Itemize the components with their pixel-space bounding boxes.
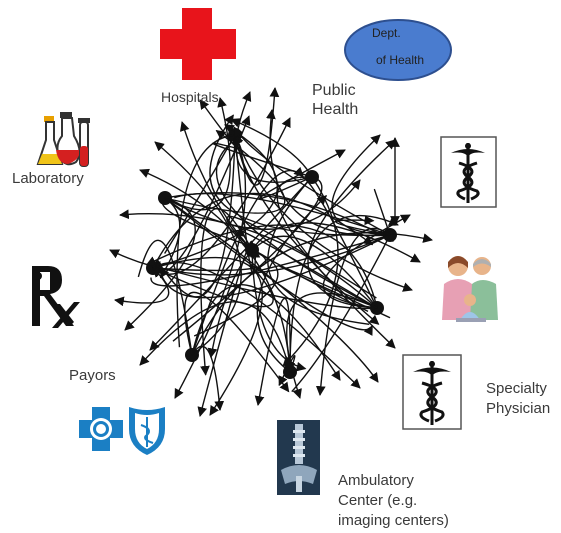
family-icon — [442, 256, 498, 322]
label-public-health-2: Health — [312, 101, 359, 118]
xray-spine-icon — [277, 420, 320, 495]
network-link — [282, 176, 339, 367]
network-link — [251, 249, 307, 372]
caduceus-icon — [402, 354, 462, 430]
network-link — [164, 129, 286, 214]
network-link — [209, 114, 391, 237]
network-link — [291, 234, 391, 393]
lab-flasks-icon — [36, 112, 90, 167]
dept-of-health-ellipse — [344, 19, 452, 81]
network-link — [165, 134, 236, 298]
network-link — [256, 195, 328, 373]
label-physician: Physician — [486, 400, 551, 417]
network-link — [335, 215, 391, 236]
label-center: Center (e.g. — [338, 492, 418, 509]
network-link — [164, 192, 394, 243]
network-link — [373, 188, 391, 236]
network-link — [172, 176, 323, 342]
label-imaging-centers: imaging centers) — [338, 512, 449, 529]
network-link — [278, 265, 391, 319]
label-of-health: of Health — [376, 53, 425, 67]
network-link — [200, 207, 253, 376]
label-dept: Dept. — [372, 26, 401, 40]
label-hospitals: Hospitals — [161, 89, 219, 105]
network-link — [226, 215, 377, 299]
network-link — [152, 124, 279, 269]
network-link — [251, 249, 369, 313]
network-link — [145, 224, 378, 309]
network-link — [161, 197, 256, 249]
network-link — [164, 197, 373, 336]
network-link — [234, 227, 378, 309]
network-link — [215, 141, 378, 309]
network-arrow — [233, 134, 413, 292]
network-link — [191, 166, 304, 356]
label-ambulatory: Ambulatory — [338, 472, 414, 489]
blue-cross-icon — [79, 407, 123, 451]
label-specialty: Specialty — [486, 380, 547, 397]
network-link — [212, 142, 313, 178]
caduceus-icon — [440, 136, 497, 208]
network-link — [299, 176, 378, 309]
network-tangle — [109, 87, 433, 417]
network-link — [184, 291, 290, 393]
network-link — [152, 264, 274, 308]
network-arrow — [139, 301, 293, 373]
label-laboratory: Laboratory — [12, 170, 84, 187]
label-payors: Payors — [69, 367, 116, 384]
network-link — [150, 234, 391, 287]
network-link — [137, 239, 193, 356]
network-link — [164, 134, 236, 254]
label-public-health-1: Public — [312, 82, 356, 99]
rx-icon — [32, 266, 80, 328]
network-link — [152, 115, 251, 274]
network-link — [233, 126, 391, 236]
blue-shield-icon — [129, 407, 165, 455]
red-cross-icon — [160, 8, 236, 80]
